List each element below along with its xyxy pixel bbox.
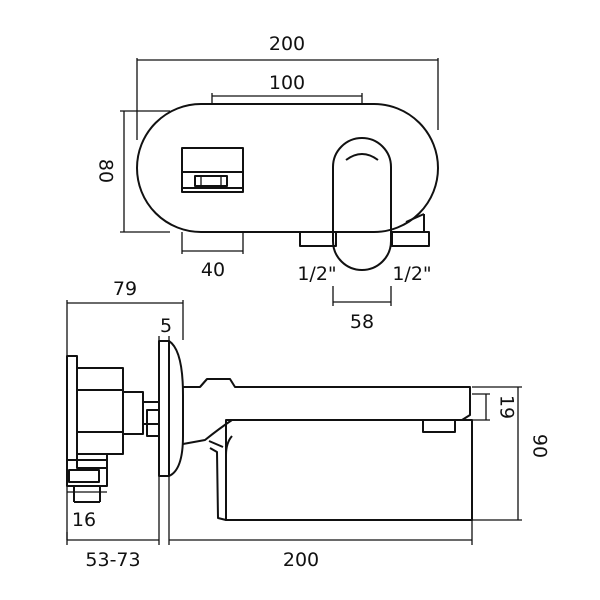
- label-inlet-right: 1/2": [392, 263, 431, 285]
- dim-height: 80: [95, 110, 170, 233]
- valve-body: [66, 355, 160, 503]
- dim-spout-length: 200: [168, 476, 473, 571]
- lever-profile: [225, 419, 473, 521]
- dim-plate-thickness: 5: [158, 315, 172, 356]
- label-overall-width: 200: [269, 33, 305, 55]
- wall-plate: [158, 340, 184, 477]
- dim-spout-height: 19: [472, 393, 518, 421]
- label-overall-height: 90: [529, 434, 551, 458]
- spout-capsule: [332, 137, 392, 271]
- label-inlet-left: 1/2": [297, 263, 336, 285]
- label-height: 80: [95, 159, 117, 183]
- lever-box: [181, 147, 244, 193]
- dim-inlet-size: 16: [66, 486, 107, 540]
- label-depth: 79: [113, 278, 137, 300]
- label-inlet-spacing: 58: [350, 311, 374, 333]
- side-view: 79 5: [66, 278, 551, 571]
- label-escutcheon-width: 100: [269, 72, 305, 94]
- dim-lever-width: 40: [181, 232, 244, 281]
- dim-inlet-spacing: 58: [332, 286, 392, 333]
- label-inlet-size: 16: [72, 509, 96, 531]
- dim-wall-range: 53-73: [66, 476, 160, 571]
- label-lever-width: 40: [201, 259, 225, 281]
- label-spout-height: 19: [496, 395, 518, 419]
- dim-overall-height: 90: [472, 386, 551, 521]
- label-wall-range: 53-73: [85, 549, 140, 571]
- dim-overall-width: 200: [136, 33, 439, 140]
- dim-depth: 79: [66, 278, 184, 356]
- escutcheon-plate: [136, 103, 439, 233]
- inlets: [299, 213, 430, 247]
- spout-crest: [345, 153, 379, 161]
- top-view: 200 100 80: [95, 33, 439, 333]
- dim-escutcheon-width: 100: [211, 72, 363, 104]
- label-spout-length: 200: [283, 549, 319, 571]
- label-plate-thickness: 5: [160, 315, 172, 337]
